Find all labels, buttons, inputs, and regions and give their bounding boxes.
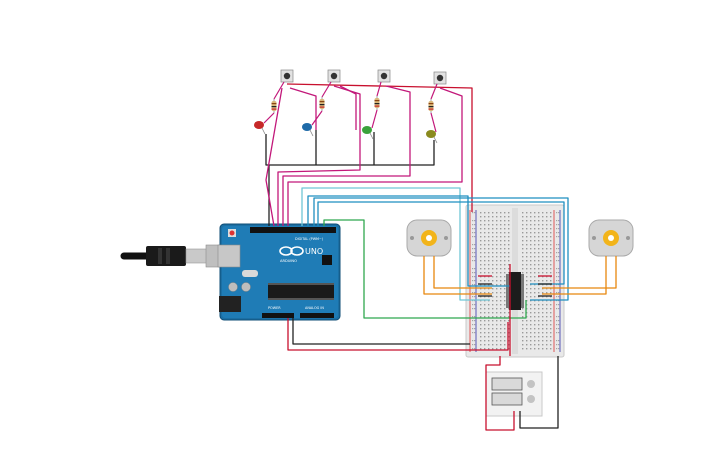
wire-red-battery [485,356,515,431]
battery-pack-icon [485,371,543,417]
wire-blue-3 [317,201,565,285]
wire-cyan [301,187,490,301]
arduino-board: UNO ARDUINO DIGITAL (PWM~) POWER ANALOG … [217,223,341,321]
push-button-icon [377,69,391,83]
push-button-icon [280,69,294,83]
wire-magenta-6 [339,85,357,130]
wire-resistor-led [430,112,437,133]
arduino-power-label: POWER [268,306,281,310]
wire-orange-r1 [542,256,607,295]
wire-magenta-4 [287,87,463,226]
dc-motor-left [406,219,452,257]
wire-green [323,219,527,319]
led-icon [302,123,314,137]
breadboard-holes [472,212,560,350]
push-button-icon [327,69,341,83]
wire-red-buttons [286,83,473,212]
dc-motor-right [588,219,634,257]
led-icon [254,121,266,135]
push-button-icon [433,71,447,85]
wire-button-resistor [376,81,382,97]
arduino-infinity-logo-icon [279,246,304,256]
resistor-icon [319,97,325,111]
wire-blue-2 [313,197,569,301]
led-icon [362,126,374,140]
wire-black-ground [292,318,470,345]
arduino-analog-label: ANALOG IN [305,306,324,310]
wire-black-led [265,134,435,166]
arduino-brand-label: ARDUINO [280,259,297,263]
arduino-digital-label: DIGITAL (PWM~) [295,237,324,241]
dc-motor-icon [406,219,452,257]
resistor-icon [428,99,434,113]
button-led-group [254,69,447,144]
wire-button-resistor [273,81,285,100]
wire-resistor-led [371,109,378,129]
wire-red-power [287,318,509,351]
wire-black-battery [519,356,559,429]
wire-resistor-led [311,110,323,126]
dc-motor-icon [588,219,634,257]
wire-magenta-3 [282,85,411,226]
resistor-icon [271,99,277,113]
wire-magenta-5 [289,87,317,130]
wire-blue-1 [307,195,510,287]
wire-magenta-1 [265,87,283,227]
wire-button-resistor [321,81,332,98]
motor-driver-ic-icon [506,272,524,310]
led-icon [426,130,438,144]
wire-button-resistor [430,83,438,100]
arduino-model-label: UNO [305,247,323,256]
wire-orange-l1 [423,256,492,295]
wire-orange-l2 [433,256,492,289]
wire-magenta-2 [277,85,361,226]
wires [265,83,617,431]
resistor-icon [374,96,380,110]
wire-orange-r2 [542,256,617,289]
wire-resistor-led [263,112,275,124]
